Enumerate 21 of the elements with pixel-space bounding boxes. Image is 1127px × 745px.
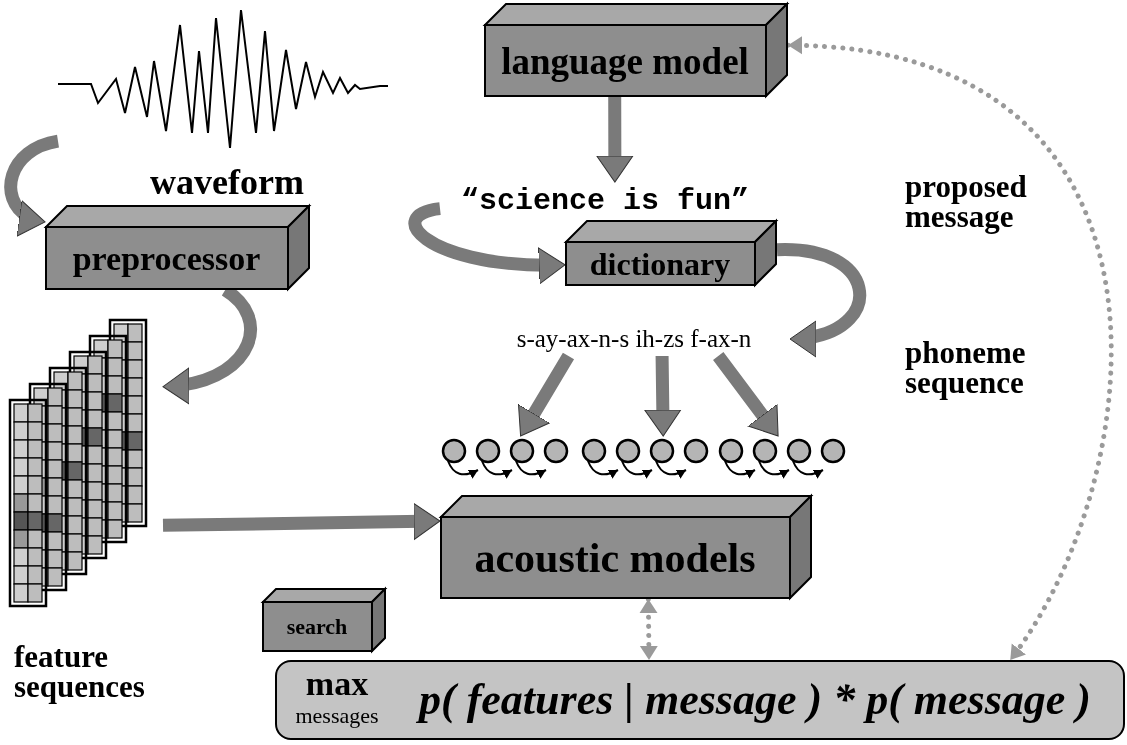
annotation-label: proposed message <box>905 172 1028 232</box>
arrow <box>644 355 682 437</box>
node-label: waveform <box>150 162 305 202</box>
curved-arrow <box>4 134 60 234</box>
arrow <box>515 352 575 440</box>
curved-arrow <box>776 243 866 356</box>
formula-panel <box>275 660 1125 740</box>
box-label: preprocessor <box>72 239 261 278</box>
node-label: feature sequences <box>14 642 146 702</box>
operator-label: max <box>305 667 369 701</box>
box-label: language model <box>501 39 749 83</box>
arrow <box>162 502 441 540</box>
phoneme-text: s-ay-ax-n-s ih-zs f-ax-n <box>516 325 752 353</box>
arrow <box>596 96 634 183</box>
curved-arrow <box>408 202 566 284</box>
quoted-sentence: “science is fun” <box>460 184 749 218</box>
operator-subscript: messages <box>295 705 379 727</box>
annotation-label: phoneme sequence <box>905 338 1027 398</box>
box-label: search <box>286 614 348 640</box>
box-label: dictionary <box>589 245 731 283</box>
box-label: acoustic models <box>474 534 756 582</box>
